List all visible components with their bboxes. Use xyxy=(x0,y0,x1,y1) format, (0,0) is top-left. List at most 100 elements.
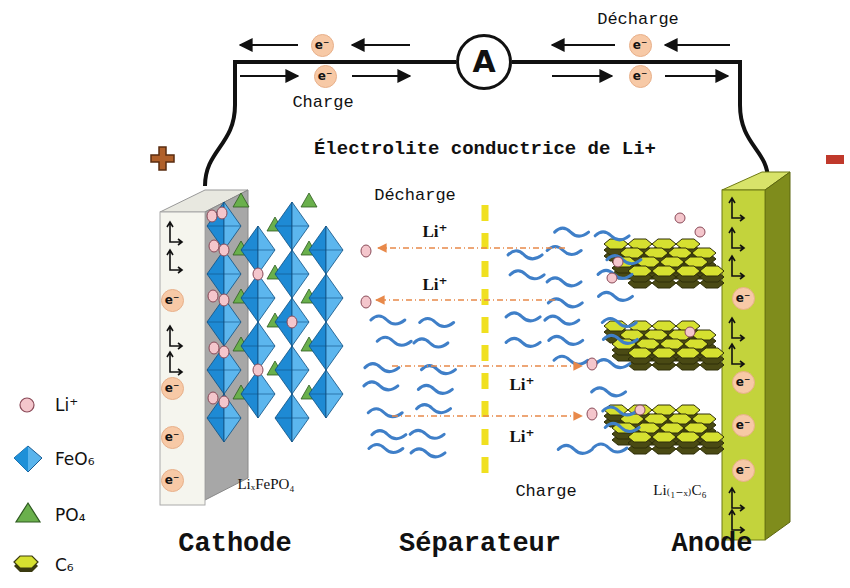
lithium-ion xyxy=(219,346,229,358)
electron-circle: e⁻ xyxy=(161,289,184,312)
solvent-molecule xyxy=(418,385,452,393)
anode-plate xyxy=(722,172,790,540)
graphite-layers xyxy=(604,239,724,454)
solvent-molecule xyxy=(554,356,588,364)
electrolyte-solvent xyxy=(364,228,641,457)
solvent-molecule xyxy=(421,366,455,374)
drawn-stroke xyxy=(275,370,309,371)
current-arrow xyxy=(167,326,182,349)
drawn-stroke xyxy=(275,418,309,419)
solvent-molecule xyxy=(508,251,542,259)
graphene-hexagon xyxy=(652,348,676,358)
solvent-molecule xyxy=(602,318,636,326)
solvent-molecule xyxy=(506,338,540,346)
graphene-hexagon xyxy=(676,432,700,442)
graphene-hexagon xyxy=(676,266,700,276)
lithium-ions xyxy=(361,213,705,420)
po4-tetrahedron xyxy=(233,193,249,207)
solvent-molecule xyxy=(369,445,403,453)
graphene-hexagon xyxy=(652,266,676,276)
solvent-molecule xyxy=(372,431,406,439)
solvent-molecule xyxy=(595,232,629,240)
drawn-stroke xyxy=(241,346,275,347)
minus-symbol xyxy=(826,155,844,164)
flow-label: Décharge xyxy=(374,186,456,206)
current-arrow xyxy=(729,344,744,367)
solvent-molecule xyxy=(377,337,411,345)
graphene-hexagon xyxy=(700,432,724,442)
cathode-formula: LiₓFePO₄ xyxy=(237,476,294,493)
electron-label: e⁻ xyxy=(315,39,329,51)
graphene-hexagon xyxy=(676,348,700,358)
solvent-molecule xyxy=(592,388,626,396)
drawn-stroke xyxy=(207,418,241,419)
ion-label: Li⁺ xyxy=(509,375,534,395)
cathode-plate xyxy=(160,190,248,505)
legend-swatches xyxy=(14,398,42,572)
drawn-stroke xyxy=(241,298,275,299)
drawn-stroke xyxy=(207,322,241,323)
lithium-ion xyxy=(209,240,219,252)
solvent-molecule xyxy=(410,430,444,438)
electron-label: e⁻ xyxy=(165,382,179,394)
electron-circle: e⁻ xyxy=(629,34,652,57)
electron-label: e⁻ xyxy=(165,431,179,443)
electron-circle: e⁻ xyxy=(732,459,755,482)
current-arrow xyxy=(729,318,744,341)
lithium-ion xyxy=(219,244,229,256)
solvent-molecule xyxy=(607,256,641,264)
solvent-molecule xyxy=(364,382,398,390)
plus-symbol xyxy=(151,147,174,170)
solvent-molecule xyxy=(549,336,583,344)
ammeter-symbol: A xyxy=(472,47,495,77)
solvent-molecule xyxy=(414,339,448,347)
lithium-ion xyxy=(219,396,229,408)
drawn-stroke xyxy=(275,226,309,227)
current-arrow xyxy=(167,352,182,375)
lithium-ion xyxy=(219,294,229,306)
current-arrow xyxy=(729,198,744,221)
electron-label: e⁻ xyxy=(318,70,332,82)
electron-label: e⁻ xyxy=(633,39,647,51)
flow-label: Décharge xyxy=(597,10,679,30)
current-arrow xyxy=(167,250,182,273)
electron-label: e⁻ xyxy=(736,464,750,476)
graphene-hexagon xyxy=(628,348,652,358)
current-arrow xyxy=(729,228,744,251)
ion-label: Li⁺ xyxy=(422,222,447,242)
flow-label: Charge xyxy=(515,482,576,502)
electron-circle: e⁻ xyxy=(732,287,755,310)
electron-label: e⁻ xyxy=(165,294,179,306)
electron-label: e⁻ xyxy=(165,474,179,486)
legend-text: C₆ xyxy=(55,555,74,575)
drawn-stroke xyxy=(207,274,241,275)
lithium-ion xyxy=(207,210,217,222)
legend-text: FeO₆ xyxy=(55,449,95,469)
part-name: Cathode xyxy=(178,529,291,560)
legend-text: PO₄ xyxy=(55,505,85,525)
solvent-molecule xyxy=(371,316,405,324)
current-arrow xyxy=(729,256,744,279)
drawn-stroke xyxy=(275,274,309,275)
ammeter-circle: A xyxy=(456,34,512,90)
solvent-molecule xyxy=(605,423,639,431)
graphene-hexagon xyxy=(700,348,724,358)
electron-circle: e⁻ xyxy=(161,426,184,449)
electron-circle: e⁻ xyxy=(732,371,755,394)
ion-label: Li⁺ xyxy=(509,427,534,447)
electron-circle: e⁻ xyxy=(161,377,184,400)
electron-circle: e⁻ xyxy=(629,65,652,88)
drawn-stroke xyxy=(241,394,275,395)
solvent-molecule xyxy=(506,313,540,321)
solvent-molecule xyxy=(603,407,637,415)
solvent-molecule xyxy=(555,228,589,236)
electron-label: e⁻ xyxy=(736,419,750,431)
solvent-molecule xyxy=(598,292,632,300)
graphene-hexagon xyxy=(652,432,676,442)
lithium-ion xyxy=(287,316,297,328)
lithium-ion xyxy=(253,364,263,376)
electron-label: e⁻ xyxy=(736,376,750,388)
drawn-stroke xyxy=(309,346,343,347)
legend-text: Li⁺ xyxy=(55,395,78,415)
electron-circle: e⁻ xyxy=(311,34,334,57)
